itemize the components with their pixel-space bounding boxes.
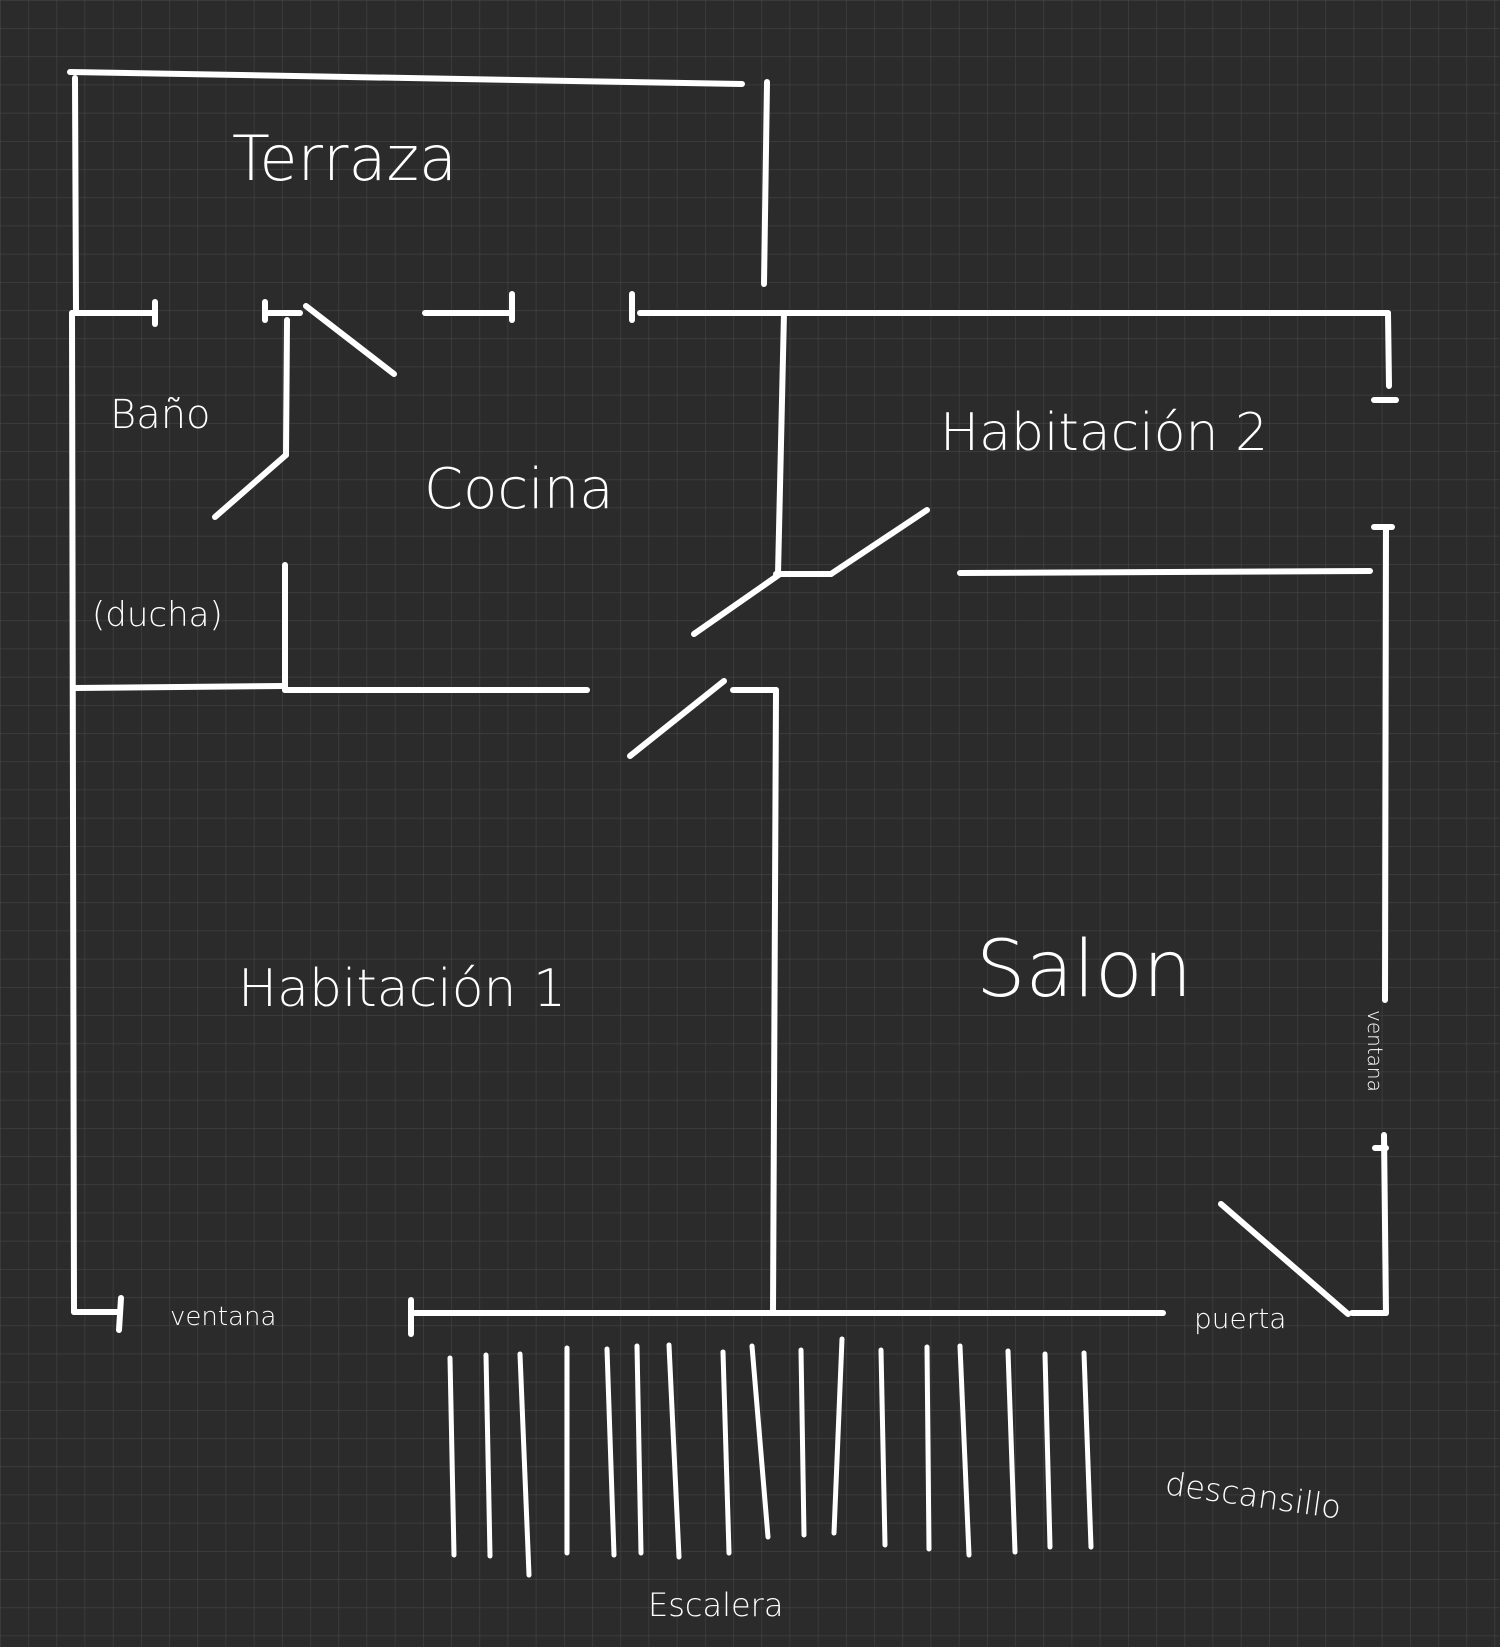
habitacion1-door — [627, 678, 727, 759]
cocina-door — [303, 303, 397, 377]
feature-label-ventana-bottom: ventana — [170, 1302, 276, 1332]
top-interior-wall — [69, 291, 1391, 327]
terraza-walls — [67, 69, 770, 315]
outer-left-wall — [69, 310, 77, 1315]
room-label-cocina: Cocina — [424, 457, 614, 522]
habitacion1-salon-wall — [730, 687, 779, 1316]
front-door — [1218, 1201, 1351, 1317]
habitacion2-walls — [773, 310, 1373, 577]
room-label-habitacion-1: Habitación 1 — [238, 959, 566, 1019]
bottom-left-wall — [71, 1295, 124, 1333]
room-label-salon: Salon — [976, 925, 1192, 1015]
bottom-main-wall — [408, 1297, 1166, 1337]
feature-label-escalera: Escalera — [648, 1586, 783, 1624]
feature-label-puerta: puerta — [1194, 1302, 1286, 1335]
room-label-habitacion-2: Habitación 2 — [940, 403, 1268, 463]
stair-lines — [447, 1336, 1094, 1578]
hallway-door — [691, 571, 783, 637]
room-label-ducha: (ducha) — [92, 595, 223, 635]
room-label-bano: Baño — [110, 392, 211, 438]
bano-walls — [71, 317, 290, 693]
room-label-terraza: Terraza — [232, 122, 457, 195]
feature-label-ventana-right: ventana — [1363, 1010, 1387, 1092]
outer-right-wall — [1349, 310, 1399, 1316]
